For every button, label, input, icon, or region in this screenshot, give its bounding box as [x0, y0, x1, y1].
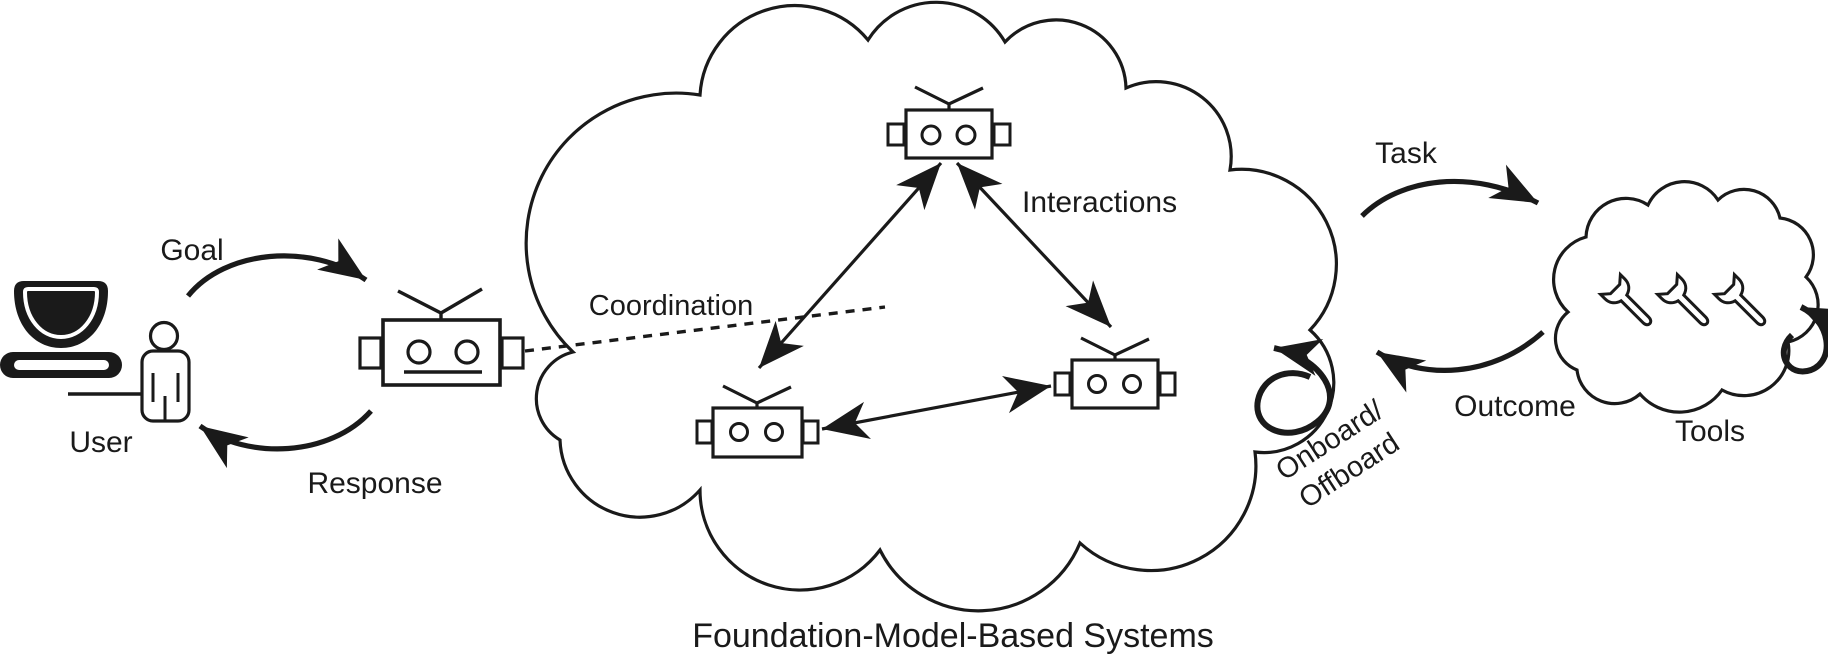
robot-eye-left — [920, 124, 942, 146]
robot-eye-right — [764, 422, 784, 442]
wrench-icon-1 — [1597, 271, 1653, 327]
person-body — [140, 349, 191, 423]
robot-antenna — [397, 287, 483, 320]
outcome-arrow — [1375, 330, 1545, 393]
onboard-offboard-label: Onboard/ Offboard — [1270, 394, 1405, 515]
wrench-icon-2 — [1654, 271, 1710, 327]
robot-ear-right — [500, 336, 525, 370]
robot-eye-left — [406, 339, 432, 365]
response-arrow — [198, 409, 373, 469]
robot-ear-left — [1053, 371, 1072, 397]
interaction-arrow-top-left — [757, 161, 943, 370]
user-label: User — [69, 426, 132, 459]
robot-head — [1070, 358, 1160, 410]
onboard-loop-arrow — [1254, 339, 1333, 436]
robot-eye-right — [955, 124, 977, 146]
monitor-screen-highlight — [22, 287, 100, 340]
robot-ear-left — [695, 419, 714, 445]
keyboard-slot — [14, 360, 109, 370]
figure-caption: Foundation-Model-Based Systems — [692, 617, 1214, 654]
assistant-agent-robot-icon — [358, 287, 525, 387]
person-head — [148, 320, 180, 352]
robot-ear-right — [992, 122, 1012, 147]
robot-head — [381, 318, 502, 387]
agent-robot-icon-bottom-left — [695, 384, 820, 459]
goal-arrow — [185, 238, 368, 298]
outcome-label: Outcome — [1454, 390, 1576, 423]
robot-eye-left — [1087, 374, 1107, 394]
interaction-arrow-bottom — [821, 376, 1052, 439]
task-label: Task — [1375, 137, 1438, 170]
robot-head — [904, 108, 994, 160]
person-arm-lines — [151, 373, 180, 420]
robot-ear-right — [1158, 371, 1177, 397]
robot-eye-right — [454, 339, 480, 365]
robot-eye-right — [1122, 374, 1142, 394]
wrench-icon-3 — [1711, 271, 1767, 327]
robot-eye-left — [729, 422, 749, 442]
response-label: Response — [307, 467, 442, 500]
tools-label: Tools — [1675, 415, 1745, 448]
task-arrow — [1360, 164, 1540, 218]
user-workstation-icon — [0, 281, 191, 423]
interactions-label: Interactions — [1022, 186, 1177, 219]
tools-cloud — [1552, 180, 1820, 414]
robot-ear-left — [358, 336, 383, 370]
coordination-label: Coordination — [589, 290, 753, 322]
robot-antenna — [722, 384, 792, 410]
interaction-arrow-top-right — [955, 161, 1113, 329]
robot-antenna — [1080, 336, 1150, 362]
agent-robot-icon-top — [886, 85, 1012, 160]
foundation-systems-cloud — [524, 0, 1338, 613]
agent-robot-icon-bottom-right — [1053, 336, 1177, 410]
goal-label: Goal — [160, 234, 223, 267]
robot-ear-right — [801, 419, 820, 445]
monitor-icon — [14, 281, 108, 348]
robot-antenna — [914, 85, 984, 111]
tools-loop-arrow — [1780, 304, 1828, 375]
robot-head — [711, 406, 804, 459]
robot-ear-left — [886, 122, 906, 147]
